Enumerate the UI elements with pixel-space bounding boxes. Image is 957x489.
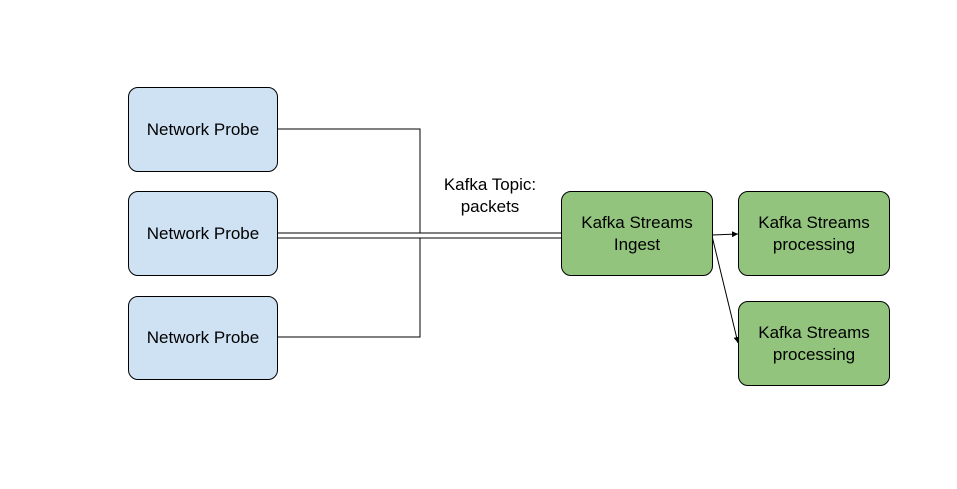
kafka-streams-processing-label-2: Kafka Streams processing xyxy=(758,322,870,364)
network-probe-label-3: Network Probe xyxy=(146,328,260,347)
network-probe-node-2: Network Probe xyxy=(128,191,278,276)
arrow-ingest-to-processing-1 xyxy=(711,231,739,238)
kafka-streams-processing-node-1: Kafka Streams processing xyxy=(738,191,890,276)
kafka-streams-ingest-node: Kafka Streams Ingest xyxy=(561,191,713,276)
kafka-streams-processing-label-1: Kafka Streams processing xyxy=(758,212,870,254)
network-probe-node-1: Network Probe xyxy=(128,87,278,172)
kafka-streams-ingest-label: Kafka Streams Ingest xyxy=(581,212,693,254)
kafka-streams-processing-node-2: Kafka Streams processing xyxy=(738,301,890,386)
network-probe-label-1: Network Probe xyxy=(146,119,260,139)
arrow-ingest-to-processing-2 xyxy=(711,235,740,344)
network-probe-label-2: Network Probe xyxy=(146,223,260,243)
connector-probe-3-to-topic xyxy=(278,238,421,338)
connector-probe-1-to-topic xyxy=(278,128,421,233)
kafka-topic-label: Kafka Topic: packets xyxy=(443,175,537,216)
network-probe-node-3: Network Probe xyxy=(128,296,278,380)
